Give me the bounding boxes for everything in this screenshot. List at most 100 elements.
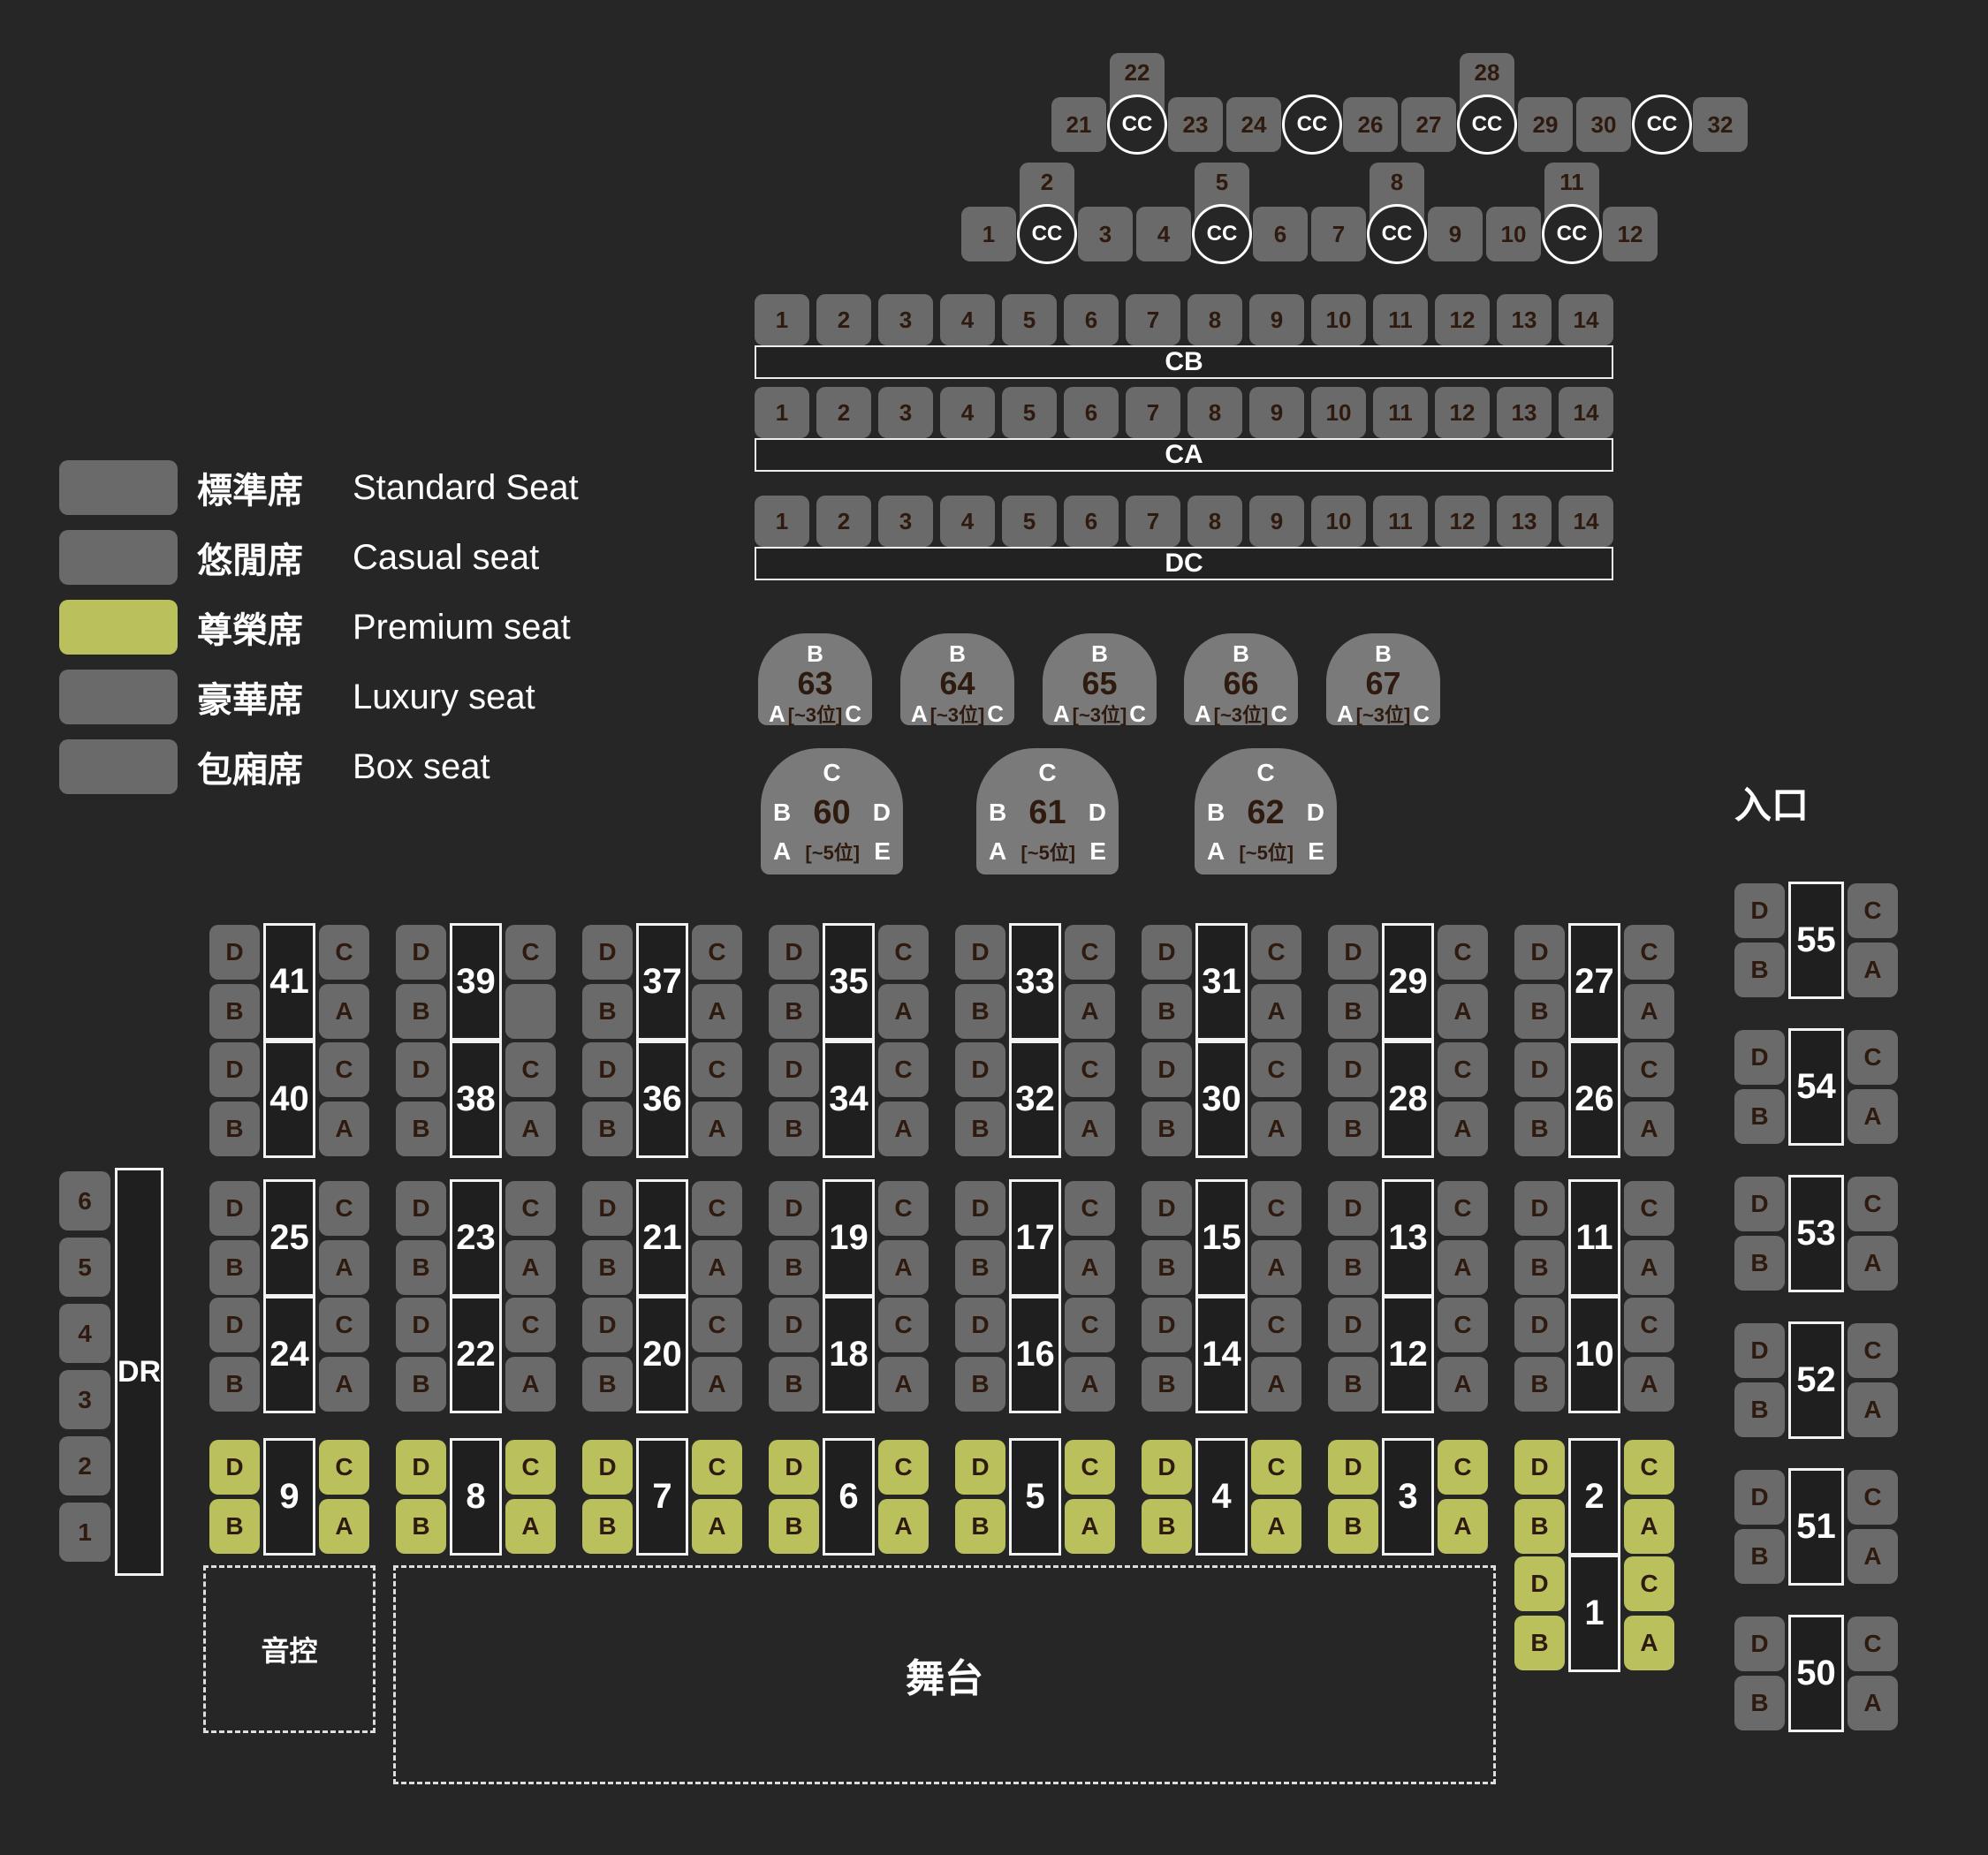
seat-53-C[interactable]: C [1848, 1177, 1898, 1231]
seat-39-blank[interactable] [505, 984, 556, 1039]
seat-8-D[interactable]: D [396, 1440, 446, 1495]
seat-55-D[interactable]: D [1734, 883, 1785, 938]
seat-DC-9[interactable]: 9 [1249, 496, 1304, 547]
seat-CA-2[interactable]: 2 [816, 387, 871, 438]
seat-CB-9[interactable]: 9 [1249, 294, 1304, 345]
wheelchair-cc-seat[interactable]: CC [1107, 95, 1167, 155]
seat-23-B[interactable]: B [396, 1240, 446, 1295]
seat-36-C[interactable]: C [692, 1042, 742, 1097]
wheelchair-cc-seat[interactable]: CC [1017, 204, 1077, 264]
seat-6-B[interactable]: B [769, 1499, 819, 1554]
seat-3-A[interactable]: A [1438, 1499, 1488, 1554]
seat-6[interactable]: 6 [1253, 207, 1308, 261]
seat-33-C[interactable]: C [1065, 925, 1115, 980]
seat-4[interactable]: 4 [1136, 207, 1191, 261]
seat-6-D[interactable]: D [769, 1440, 819, 1495]
seat-DR-5[interactable]: 5 [59, 1238, 110, 1297]
seat-16-C[interactable]: C [1065, 1298, 1115, 1352]
seat-20-D[interactable]: D [582, 1298, 633, 1352]
seat-18-C[interactable]: C [878, 1298, 929, 1352]
seat-5-B[interactable]: B [955, 1499, 1005, 1554]
seat-41-C[interactable]: C [319, 925, 369, 980]
seat-27-A[interactable]: A [1624, 984, 1674, 1039]
seat-39-C[interactable]: C [505, 925, 556, 980]
seat-11-A[interactable]: A [1624, 1240, 1674, 1295]
seat-29-C[interactable]: C [1438, 925, 1488, 980]
seat-30-D[interactable]: D [1142, 1042, 1192, 1097]
seat-9-B[interactable]: B [209, 1499, 260, 1554]
seat-39-B[interactable]: B [396, 984, 446, 1039]
seat-9-C[interactable]: C [319, 1440, 369, 1495]
seat-29-D[interactable]: D [1328, 925, 1378, 980]
seat-24-B[interactable]: B [209, 1357, 260, 1412]
seat-9-D[interactable]: D [209, 1440, 260, 1495]
seat-20-C[interactable]: C [692, 1298, 742, 1352]
seat-28-B[interactable]: B [1328, 1102, 1378, 1156]
seat-DC-3[interactable]: 3 [878, 496, 933, 547]
seat-3-B[interactable]: B [1328, 1499, 1378, 1554]
seat-28-C[interactable]: C [1438, 1042, 1488, 1097]
seat-25-A[interactable]: A [319, 1240, 369, 1295]
seat-DC-1[interactable]: 1 [755, 496, 809, 547]
seat-38-D[interactable]: D [396, 1042, 446, 1097]
seat-36-B[interactable]: B [582, 1102, 633, 1156]
seat-41-D[interactable]: D [209, 925, 260, 980]
seat-CA-10[interactable]: 10 [1311, 387, 1366, 438]
seat-6-A[interactable]: A [878, 1499, 929, 1554]
seat-CB-10[interactable]: 10 [1311, 294, 1366, 345]
seat-16-A[interactable]: A [1065, 1357, 1115, 1412]
seat-7-B[interactable]: B [582, 1499, 633, 1554]
seat-29-B[interactable]: B [1328, 984, 1378, 1039]
seat-50-D[interactable]: D [1734, 1616, 1785, 1671]
seat-11-C[interactable]: C [1624, 1181, 1674, 1236]
seat-31-A[interactable]: A [1251, 984, 1301, 1039]
seat-28-A[interactable]: A [1438, 1102, 1488, 1156]
seat-1-B[interactable]: B [1514, 1616, 1565, 1670]
seat-31-D[interactable]: D [1142, 925, 1192, 980]
seat-CB-11[interactable]: 11 [1373, 294, 1428, 345]
seat-40-A[interactable]: A [319, 1102, 369, 1156]
seat-50-A[interactable]: A [1848, 1676, 1898, 1730]
seat-CB-5[interactable]: 5 [1002, 294, 1057, 345]
seat-14-B[interactable]: B [1142, 1357, 1192, 1412]
seat-DC-14[interactable]: 14 [1559, 496, 1613, 547]
seat-40-D[interactable]: D [209, 1042, 260, 1097]
seat-3[interactable]: 3 [1078, 207, 1133, 261]
seat-35-A[interactable]: A [878, 984, 929, 1039]
seat-CA-13[interactable]: 13 [1497, 387, 1552, 438]
wheelchair-cc-seat[interactable]: CC [1282, 95, 1342, 155]
seat-14-C[interactable]: C [1251, 1298, 1301, 1352]
seat-1[interactable]: 1 [961, 207, 1016, 261]
seat-39-D[interactable]: D [396, 925, 446, 980]
seat-22-A[interactable]: A [505, 1357, 556, 1412]
seat-55-A[interactable]: A [1848, 943, 1898, 997]
seat-10-D[interactable]: D [1514, 1298, 1565, 1352]
seat-34-D[interactable]: D [769, 1042, 819, 1097]
seat-4-C[interactable]: C [1251, 1440, 1301, 1495]
seat-DC-6[interactable]: 6 [1064, 496, 1119, 547]
seat-21[interactable]: 21 [1051, 97, 1106, 152]
seat-DC-11[interactable]: 11 [1373, 496, 1428, 547]
seat-13-D[interactable]: D [1328, 1181, 1378, 1236]
seat-DR-1[interactable]: 1 [59, 1503, 110, 1562]
seat-10-A[interactable]: A [1624, 1357, 1674, 1412]
seat-DC-13[interactable]: 13 [1497, 496, 1552, 547]
seat-DC-7[interactable]: 7 [1126, 496, 1180, 547]
seat-29-A[interactable]: A [1438, 984, 1488, 1039]
wheelchair-cc-seat[interactable]: CC [1542, 204, 1602, 264]
seat-30[interactable]: 30 [1576, 97, 1631, 152]
seat-50-C[interactable]: C [1848, 1616, 1898, 1671]
seat-9[interactable]: 9 [1428, 207, 1483, 261]
seat-51-D[interactable]: D [1734, 1470, 1785, 1525]
seat-52-C[interactable]: C [1848, 1323, 1898, 1378]
seat-50-B[interactable]: B [1734, 1676, 1785, 1730]
seat-33-D[interactable]: D [955, 925, 1005, 980]
seat-DC-12[interactable]: 12 [1435, 496, 1490, 547]
seat-12[interactable]: 12 [1603, 207, 1658, 261]
seat-CA-4[interactable]: 4 [940, 387, 995, 438]
seat-15-D[interactable]: D [1142, 1181, 1192, 1236]
seat-19-D[interactable]: D [769, 1181, 819, 1236]
